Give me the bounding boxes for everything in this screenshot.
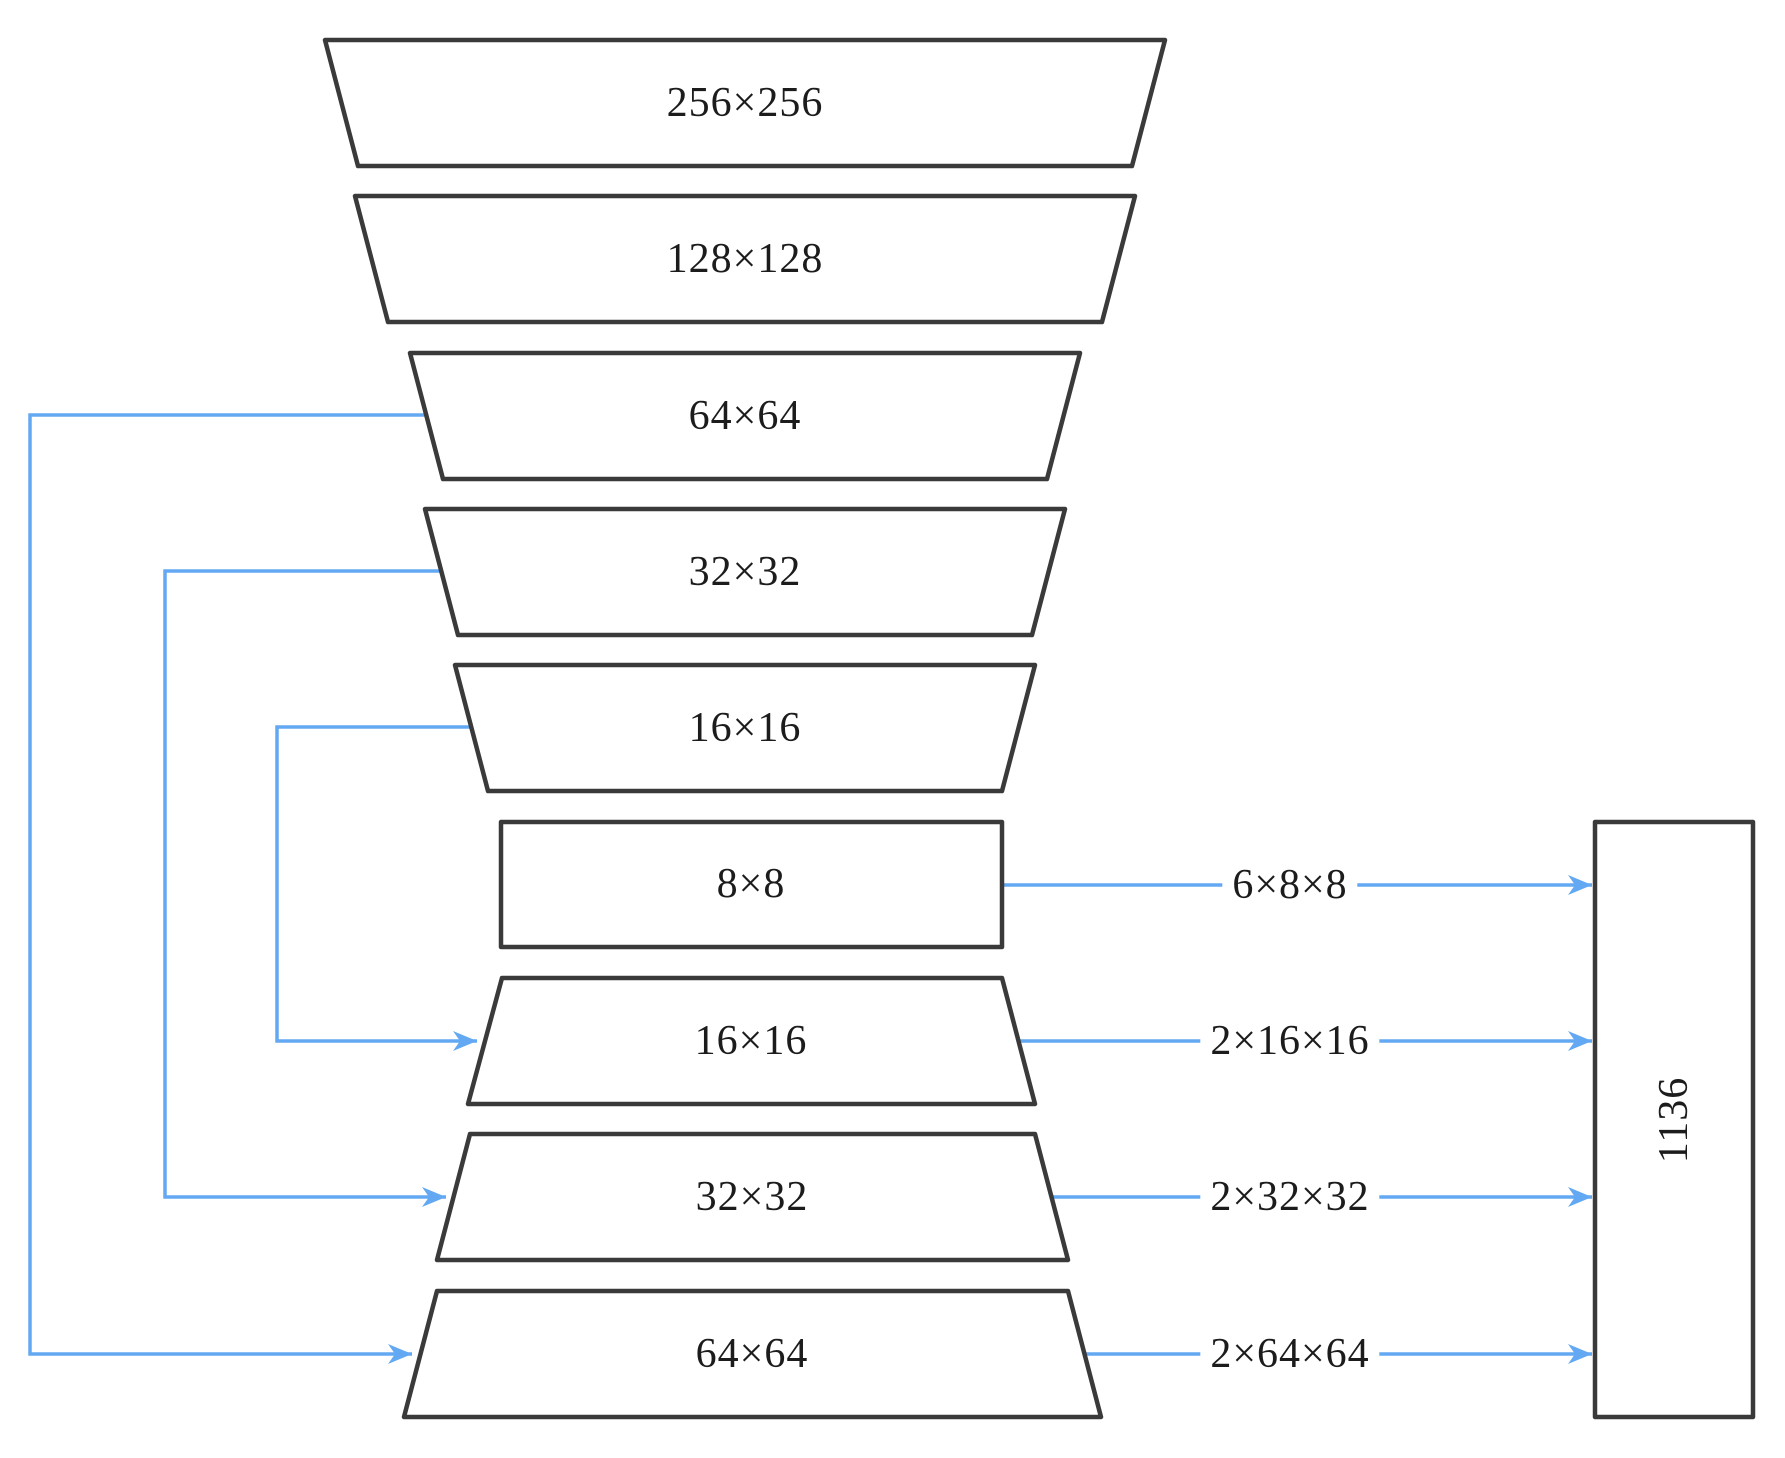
decoder-layer-64-shape [401, 1288, 1104, 1420]
bottleneck-8x8-shape [498, 819, 1005, 950]
decoder-layer-16-shape [465, 975, 1038, 1107]
output-flow-label-8x8: 6×8×8 [1222, 861, 1358, 909]
output-box-shape [1592, 819, 1756, 1420]
decoder-layer-label-32: 32×32 [695, 1174, 809, 1220]
decoder-layer-32-shape [434, 1131, 1071, 1263]
encoder-layer-label-16: 16×16 [688, 705, 802, 751]
encoder-layer-128-shape [352, 193, 1138, 325]
encoder-layer-32-shape [422, 506, 1068, 638]
output-flow-label-64x64: 2×64×64 [1200, 1330, 1380, 1378]
decoder-layer-label-16: 16×16 [694, 1018, 808, 1064]
output-flow-label-16x16: 2×16×16 [1200, 1017, 1380, 1065]
skip-connection-32-line [163, 569, 446, 1207]
encoder-layer-16-shape [452, 662, 1038, 794]
bottleneck-label: 8×8 [716, 861, 786, 907]
encoder-layer-label-64: 64×64 [688, 393, 802, 439]
encoder-layer-label-256: 256×256 [666, 80, 824, 126]
skip-connection-64-line [28, 413, 426, 1364]
output-flow-label-32x32: 2×32×32 [1200, 1173, 1380, 1221]
encoder-layer-label-128: 128×128 [666, 236, 824, 282]
skip-connection-16-line [275, 725, 477, 1051]
decoder-layer-label-64: 64×64 [695, 1331, 809, 1377]
encoder-layer-64-shape [407, 350, 1083, 482]
encoder-layer-label-32: 32×32 [688, 549, 802, 595]
output-box-label: 1136 [1651, 1076, 1697, 1164]
encoder-layer-256-shape [322, 37, 1168, 169]
